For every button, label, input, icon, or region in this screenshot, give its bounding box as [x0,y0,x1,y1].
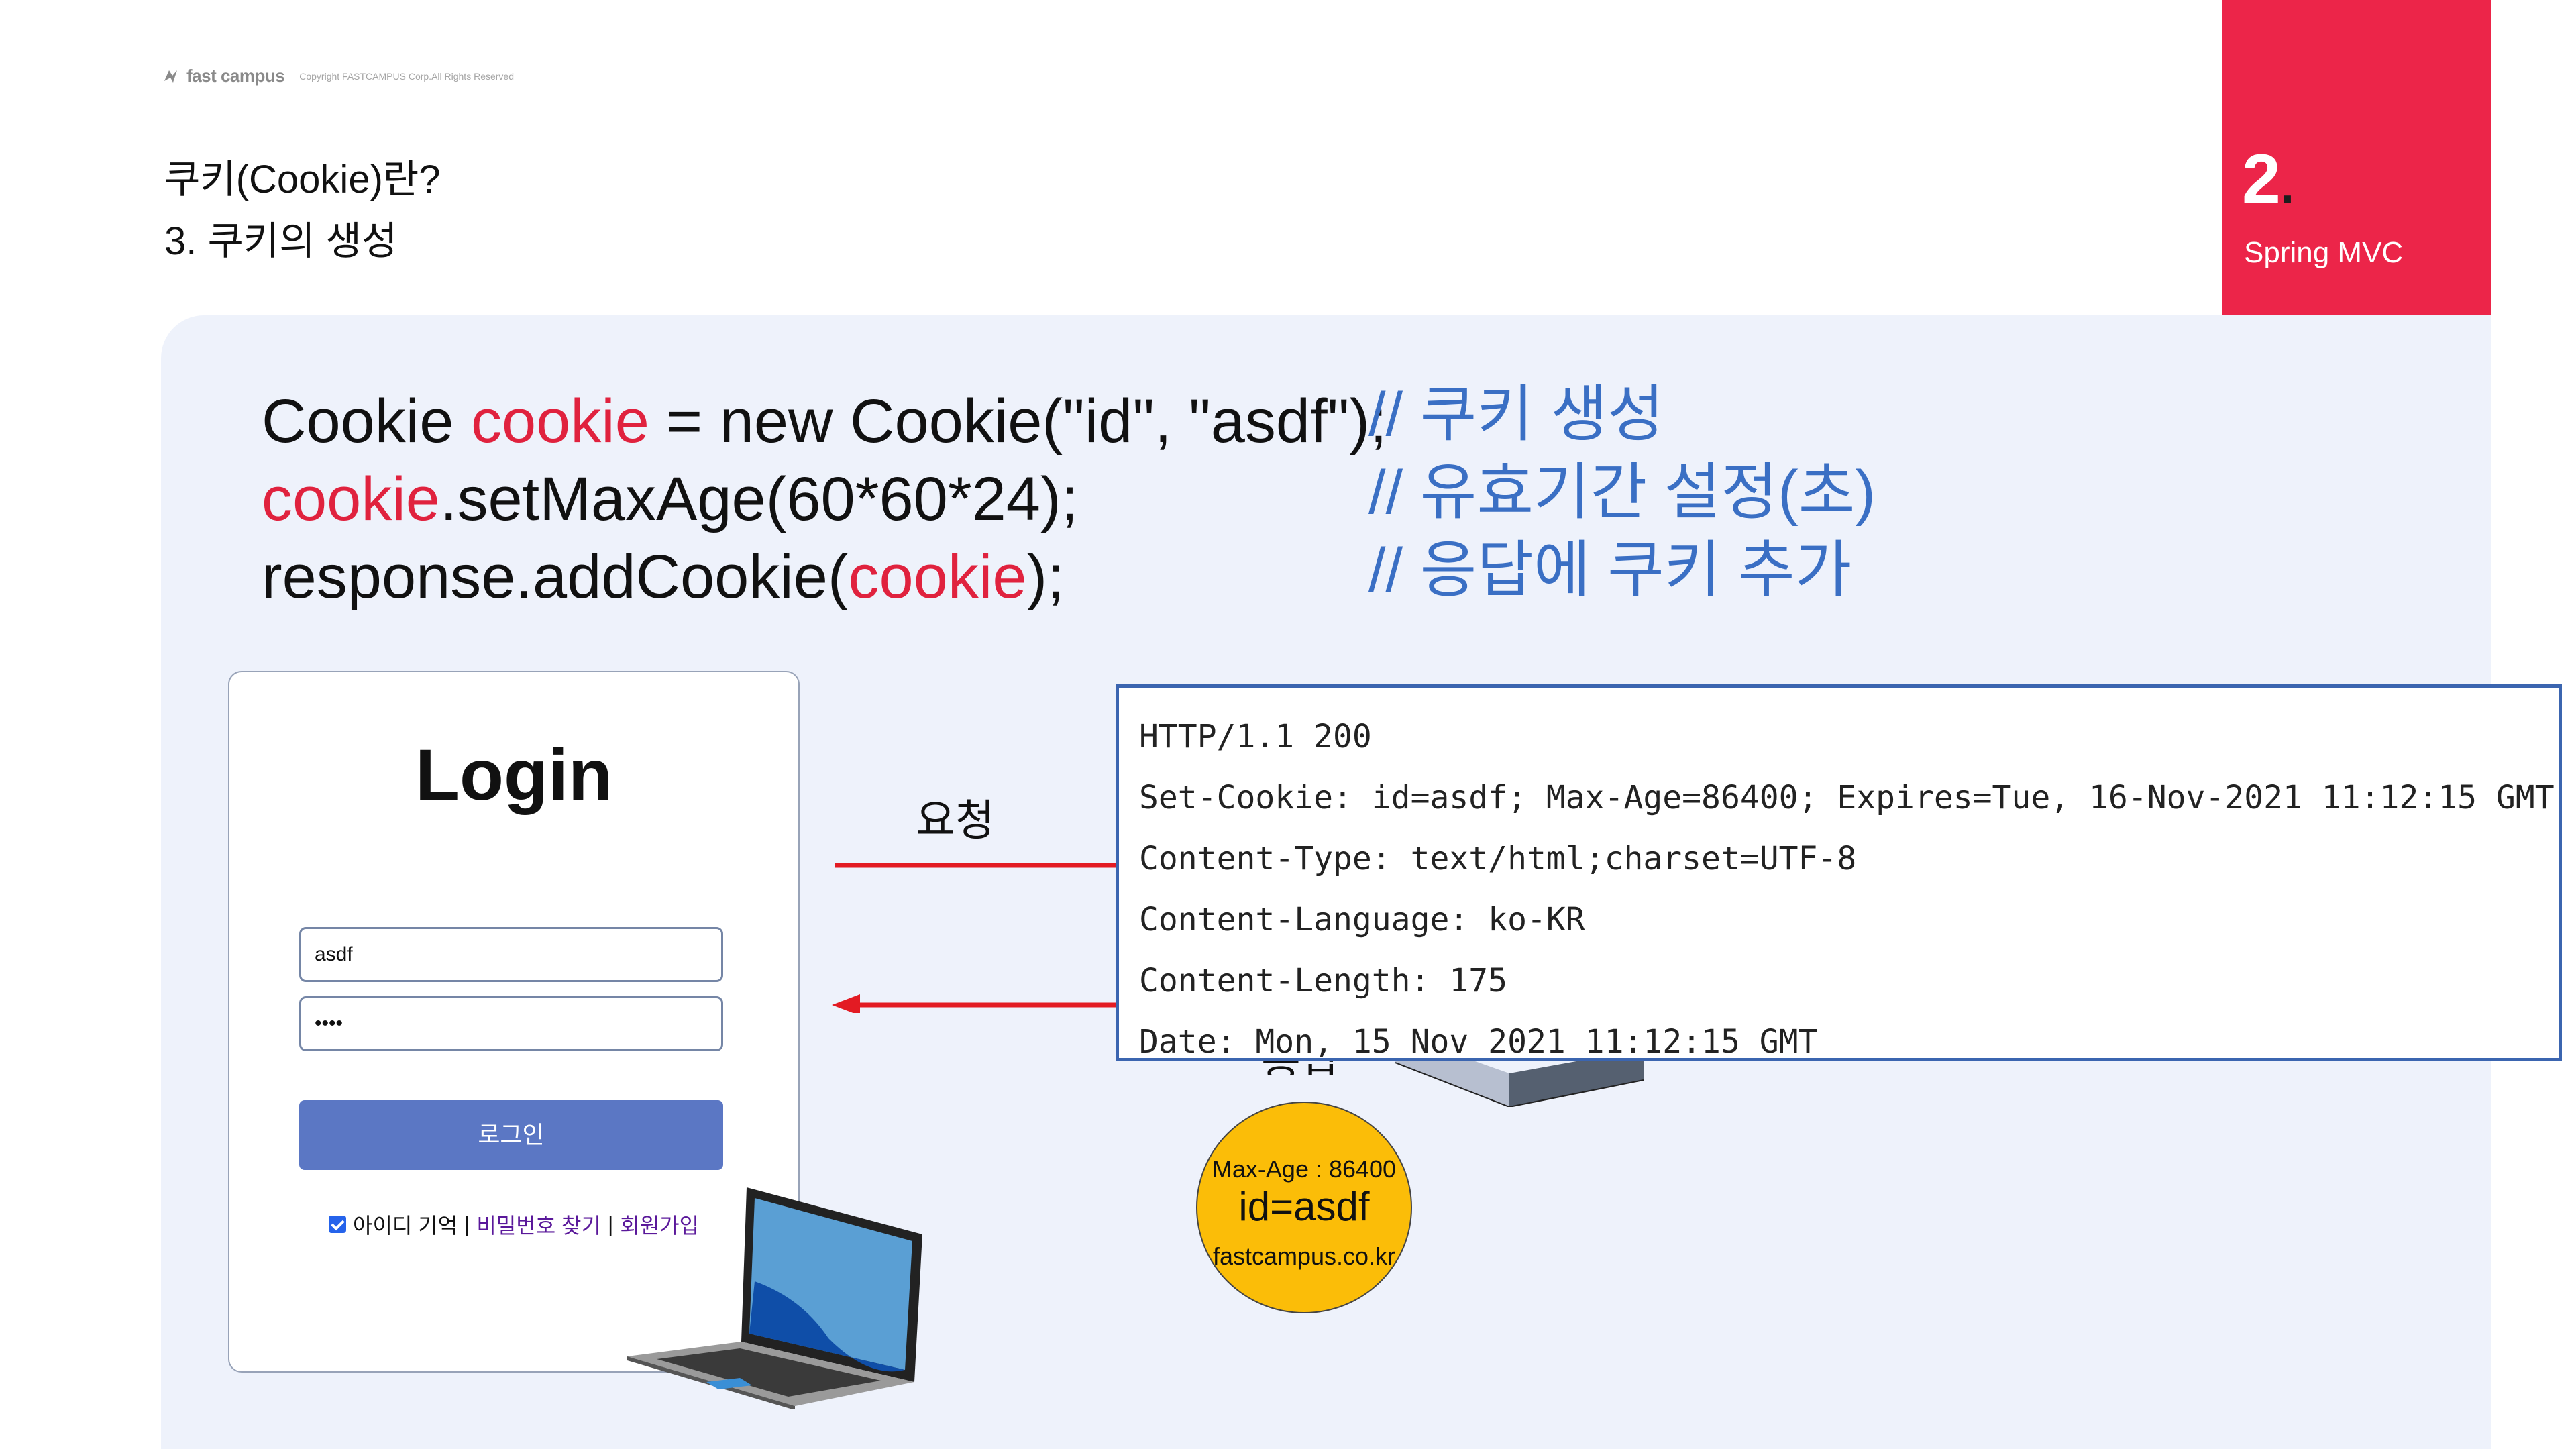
chapter-number: 2. [2242,144,2294,214]
code-variable: cookie [471,387,649,455]
remember-checkbox[interactable] [329,1216,346,1233]
chapter-number-dot: . [2281,160,2294,213]
code-text: response.addCookie( [262,543,849,611]
http-header-date: Date: Mon, 15 Nov 2021 11:12:15 GMT [1139,1012,2559,1073]
code-comments: // 쿠키 생성// 유효기간 설정(초)// 응답에 쿠키 추가 [1368,376,1876,609]
cookie-domain: fastcampus.co.kr [1197,1242,1411,1271]
fastcampus-logo-icon [162,68,180,85]
login-title: Login [229,733,798,816]
comment-line-3: // 응답에 쿠키 추가 [1368,531,1876,609]
laptop-icon [627,1181,922,1409]
code-variable: cookie [849,543,1027,611]
code-text: = new Cookie("id", "asdf"); [649,387,1387,455]
login-button[interactable]: 로그인 [299,1100,723,1170]
http-header-content-length: Content-Length: 175 [1139,951,2559,1012]
http-header-content-language: Content-Language: ko-KR [1139,890,2559,951]
flow-arrows [832,839,1154,1013]
brand-name: fast campus [186,66,284,87]
cookie-max-age: Max-Age : 86400 [1197,1155,1411,1183]
brand: fast campus Copyright FASTCAMPUS Corp.Al… [162,66,514,87]
code-line-3: response.addCookie(cookie); [262,538,1387,616]
code-variable: cookie [262,465,440,533]
chapter-subtitle: Spring MVC [2244,236,2403,270]
comment-line-2: // 유효기간 설정(초) [1368,453,1876,531]
code-line-1: Cookie cookie = new Cookie("id", "asdf")… [262,382,1387,460]
response-arrow-head-icon [832,994,860,1013]
code-text: Cookie [262,387,471,455]
password-input[interactable]: •••• [299,996,723,1051]
comment-line-1: // 쿠키 생성 [1368,376,1876,453]
cookie-badge: Max-Age : 86400 id=asdf fastcampus.co.kr [1196,1102,1412,1313]
http-header-set-cookie: Set-Cookie: id=asdf; Max-Age=86400; Expi… [1139,767,2559,828]
http-header-content-type: Content-Type: text/html;charset=UTF-8 [1139,828,2559,890]
copyright-text: Copyright FASTCAMPUS Corp.All Rights Res… [299,71,514,82]
cookie-value: id=asdf [1197,1183,1411,1230]
separator: | [464,1212,470,1237]
id-input[interactable]: asdf [299,927,723,982]
chapter-number-value: 2 [2242,140,2281,218]
http-status-line: HTTP/1.1 200 [1139,706,2559,767]
title-line-2: 3. 쿠키의 생성 [164,211,441,272]
code-line-2: cookie.setMaxAge(60*60*24); [262,460,1387,538]
find-password-link[interactable]: 비밀번호 찾기 [476,1209,601,1240]
remember-label: 아이디 기억 [353,1209,458,1240]
code-text: ); [1026,543,1064,611]
code-block: Cookie cookie = new Cookie("id", "asdf")… [262,382,1387,616]
separator: | [608,1212,613,1237]
slide-title: 쿠키(Cookie)란? 3. 쿠키의 생성 [164,149,441,272]
title-line-1: 쿠키(Cookie)란? [164,149,441,211]
code-text: .setMaxAge(60*60*24); [440,465,1078,533]
